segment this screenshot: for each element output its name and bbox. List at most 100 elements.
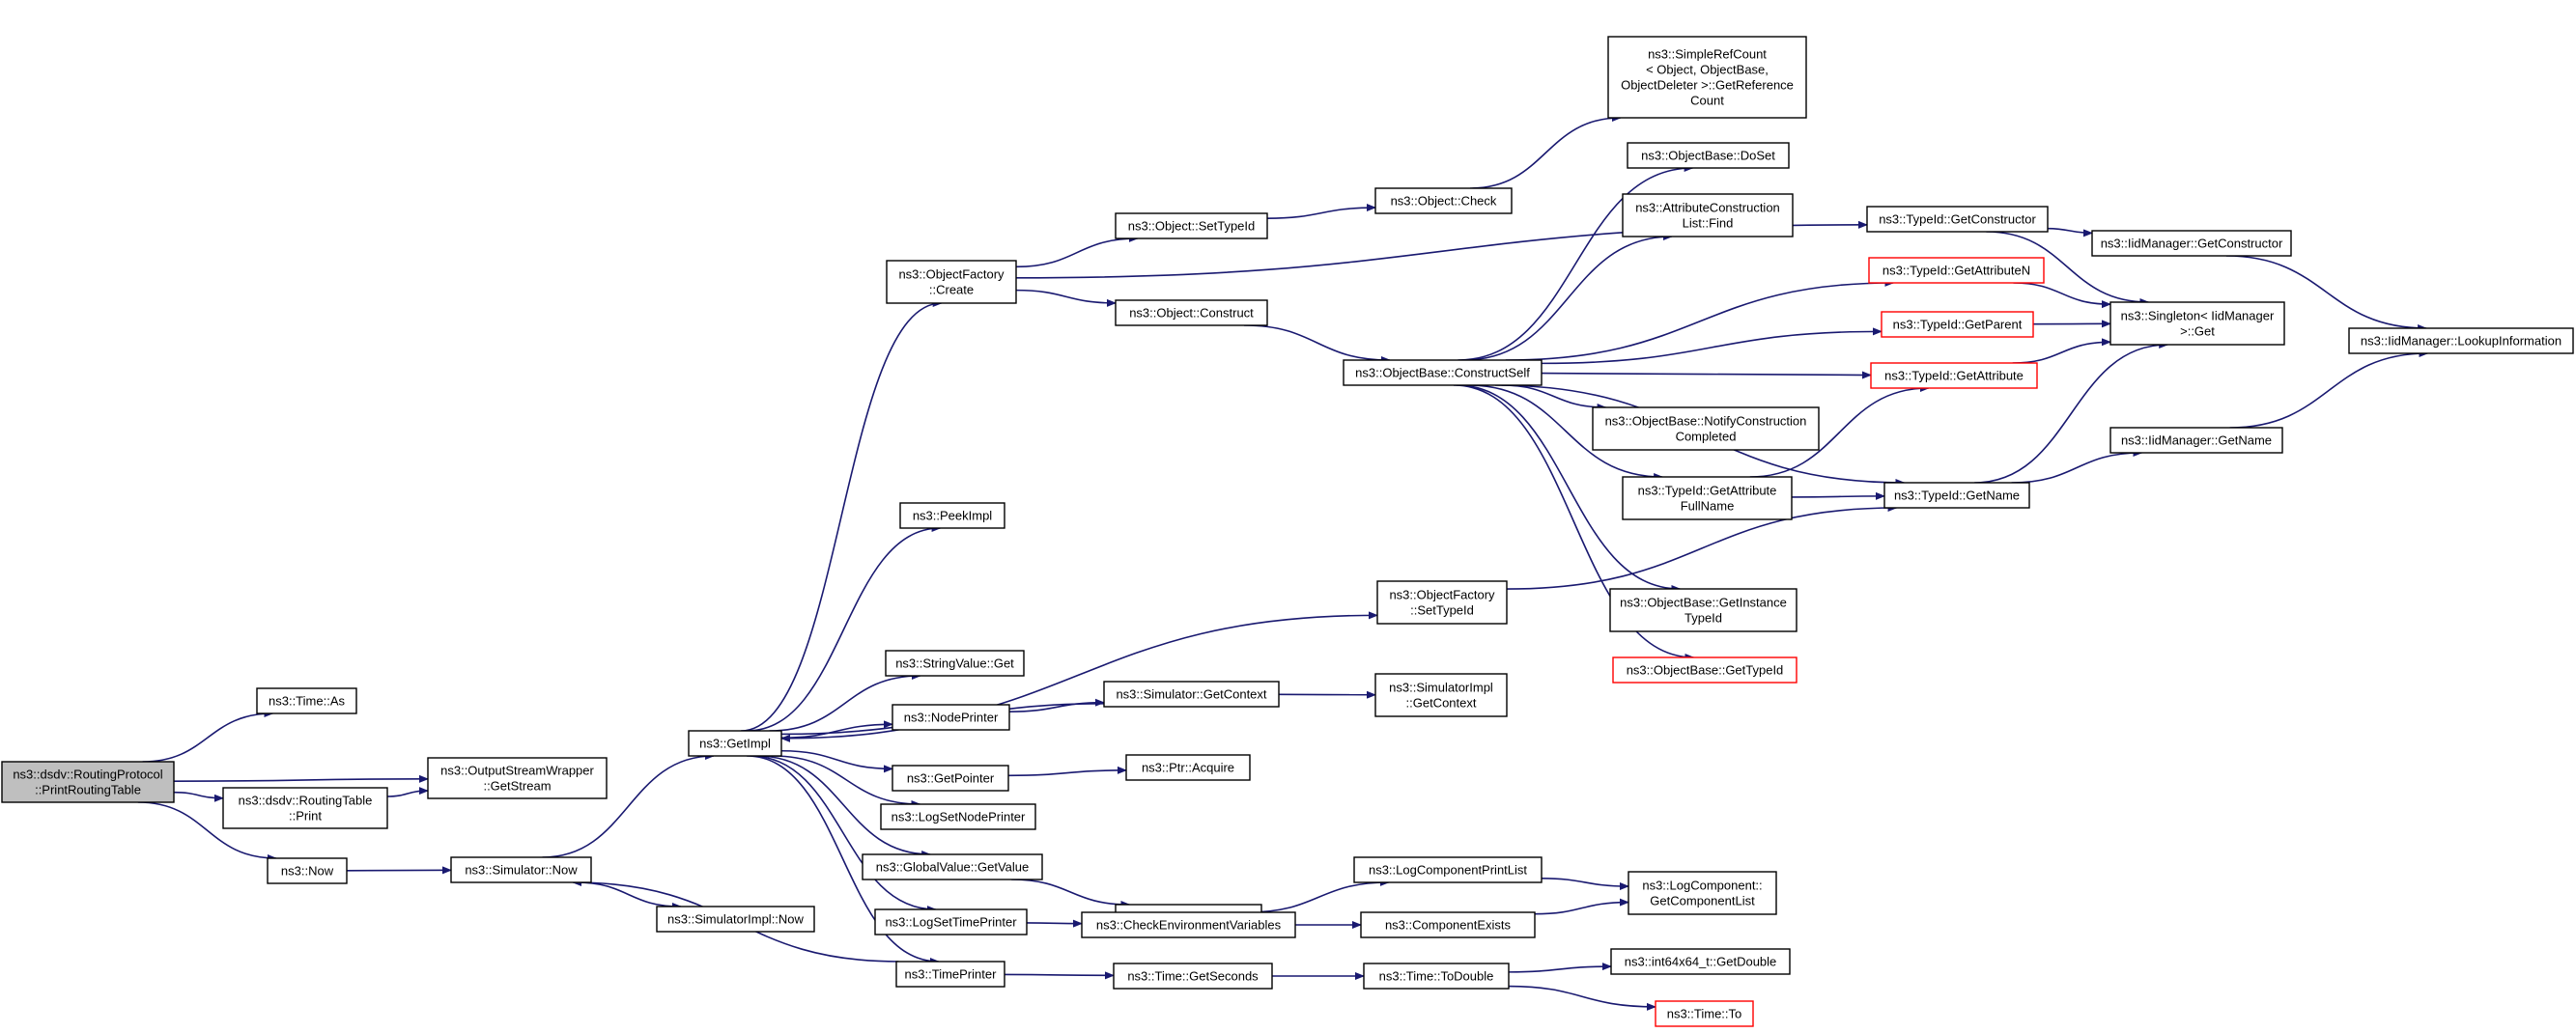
- node-box[interactable]: [2348, 327, 2574, 354]
- node-box[interactable]: [1883, 482, 2030, 509]
- node-box[interactable]: [1609, 588, 1798, 632]
- node-getimpl[interactable]: ns3::GetImpl: [688, 730, 782, 757]
- node-simplerefcount[interactable]: ns3::SimpleRefCount< Object, ObjectBase,…: [1607, 36, 1807, 119]
- node-box[interactable]: [2109, 301, 2285, 346]
- node-box[interactable]: [892, 704, 1010, 731]
- node-time_todouble[interactable]: ns3::Time::ToDouble: [1363, 963, 1510, 990]
- node-logcomp_printlist[interactable]: ns3::LogComponentPrintList: [1353, 856, 1543, 883]
- node-typeid_getparent[interactable]: ns3::TypeId::GetParent: [1881, 311, 2034, 338]
- node-box[interactable]: [886, 260, 1017, 304]
- node-objfactory_create[interactable]: ns3::ObjectFactory::Create: [886, 260, 1017, 304]
- node-logcomp_getlist[interactable]: ns3::LogComponent::GetComponentList: [1628, 871, 1777, 915]
- node-objbase_doset[interactable]: ns3::ObjectBase::DoSet: [1627, 142, 1790, 169]
- edge-typeid_getconstructor-to-singleton_get: [1986, 231, 2150, 306]
- node-box[interactable]: [1655, 1000, 1754, 1027]
- node-stringvalue_get[interactable]: ns3::StringValue::Get: [885, 650, 1025, 677]
- node-box[interactable]: [1612, 656, 1798, 684]
- node-box[interactable]: [1125, 754, 1251, 781]
- node-box[interactable]: [1622, 476, 1793, 520]
- node-box[interactable]: [1627, 142, 1790, 169]
- node-box[interactable]: [1866, 206, 2049, 233]
- node-label: ns3::Time::To: [1667, 1007, 1742, 1021]
- node-typeid_getattribute[interactable]: ns3::TypeId::GetAttribute: [1870, 362, 2038, 389]
- node-box[interactable]: [222, 787, 388, 829]
- node-oswrapper[interactable]: ns3::OutputStreamWrapper::GetStream: [427, 757, 608, 799]
- node-box[interactable]: [688, 730, 782, 757]
- node-sim_now[interactable]: ns3::Simulator::Now: [450, 856, 592, 883]
- node-obj_settypeid[interactable]: ns3::Object::SetTypeId: [1115, 212, 1268, 239]
- node-box[interactable]: [1115, 212, 1268, 239]
- node-time_getseconds[interactable]: ns3::Time::GetSeconds: [1113, 963, 1273, 990]
- node-ptr_acquire[interactable]: ns3::Ptr::Acquire: [1125, 754, 1251, 781]
- node-objfactory_settypeid[interactable]: ns3::ObjectFactory::SetTypeId: [1376, 580, 1508, 625]
- node-box[interactable]: [1081, 911, 1296, 938]
- node-box[interactable]: [885, 650, 1025, 677]
- node-logsettimeprinter[interactable]: ns3::LogSetTimePrinter: [874, 908, 1028, 935]
- node-box[interactable]: [892, 765, 1009, 792]
- node-nodeprinter[interactable]: ns3::NodePrinter: [892, 704, 1010, 731]
- node-typeid_getname[interactable]: ns3::TypeId::GetName: [1883, 482, 2030, 509]
- node-box[interactable]: [656, 906, 815, 933]
- node-box[interactable]: [256, 687, 357, 714]
- node-root[interactable]: ns3::dsdv::RoutingProtocol::PrintRouting…: [1, 761, 175, 803]
- node-obj_check[interactable]: ns3::Object::Check: [1374, 187, 1513, 214]
- node-box[interactable]: [1881, 311, 2034, 338]
- node-box[interactable]: [1115, 299, 1268, 326]
- node-box[interactable]: [1374, 673, 1508, 717]
- node-checkenv[interactable]: ns3::CheckEnvironmentVariables: [1081, 911, 1296, 938]
- node-objbase_notify[interactable]: ns3::ObjectBase::NotifyConstructionCompl…: [1592, 406, 1820, 451]
- node-box[interactable]: [1353, 856, 1543, 883]
- node-componentexists[interactable]: ns3::ComponentExists: [1360, 911, 1536, 938]
- node-now[interactable]: ns3::Now: [267, 857, 348, 884]
- node-obj_construct[interactable]: ns3::Object::Construct: [1115, 299, 1268, 326]
- node-box[interactable]: [450, 856, 592, 883]
- node-box[interactable]: [2091, 230, 2292, 257]
- node-box[interactable]: [1343, 359, 1543, 386]
- node-box[interactable]: [1374, 187, 1513, 214]
- node-iidmgr_getconstructor[interactable]: ns3::IidManager::GetConstructor: [2091, 230, 2292, 257]
- node-typeid_getconstructor[interactable]: ns3::TypeId::GetConstructor: [1866, 206, 2049, 233]
- node-simimpl_now[interactable]: ns3::SimulatorImpl::Now: [656, 906, 815, 933]
- node-box[interactable]: [1376, 580, 1508, 625]
- node-box[interactable]: [1360, 911, 1536, 938]
- node-objbase_constructself[interactable]: ns3::ObjectBase::ConstructSelf: [1343, 359, 1543, 386]
- node-box[interactable]: [267, 857, 348, 884]
- node-rt_print[interactable]: ns3::dsdv::RoutingTable::Print: [222, 787, 388, 829]
- node-iidmgr_lookup[interactable]: ns3::IidManager::LookupInformation: [2348, 327, 2574, 354]
- node-box[interactable]: [874, 908, 1028, 935]
- node-timeprinter[interactable]: ns3::TimePrinter: [895, 961, 1005, 988]
- node-box[interactable]: [1870, 362, 2038, 389]
- node-box[interactable]: [1103, 681, 1280, 708]
- node-box[interactable]: [1607, 36, 1807, 119]
- node-box[interactable]: [427, 757, 608, 799]
- node-box[interactable]: [1592, 406, 1820, 451]
- node-box[interactable]: [880, 803, 1036, 830]
- node-time_to[interactable]: ns3::Time::To: [1655, 1000, 1754, 1027]
- node-singleton_get[interactable]: ns3::Singleton< IidManager>::Get: [2109, 301, 2285, 346]
- node-int64_getdouble[interactable]: ns3::int64x64_t::GetDouble: [1610, 948, 1791, 975]
- node-globalvalue_getvalue[interactable]: ns3::GlobalValue::GetValue: [862, 853, 1043, 880]
- node-box[interactable]: [862, 853, 1043, 880]
- node-getpointer[interactable]: ns3::GetPointer: [892, 765, 1009, 792]
- node-peekimpl[interactable]: ns3::PeekImpl: [899, 502, 1005, 529]
- node-box[interactable]: [1628, 871, 1777, 915]
- node-box[interactable]: [1622, 193, 1794, 237]
- node-logsetnodeprinter[interactable]: ns3::LogSetNodePrinter: [880, 803, 1036, 830]
- node-typeid_getattributen[interactable]: ns3::TypeId::GetAttributeN: [1868, 257, 2045, 284]
- node-simimpl_getcontext[interactable]: ns3::SimulatorImpl::GetContext: [1374, 673, 1508, 717]
- node-box[interactable]: [1868, 257, 2045, 284]
- node-objbase_gettypeid[interactable]: ns3::ObjectBase::GetTypeId: [1612, 656, 1798, 684]
- node-box[interactable]: [1113, 963, 1273, 990]
- node-box[interactable]: [1, 761, 175, 803]
- node-box[interactable]: [895, 961, 1005, 988]
- node-time_as[interactable]: ns3::Time::As: [256, 687, 357, 714]
- node-sim_getcontext[interactable]: ns3::Simulator::GetContext: [1103, 681, 1280, 708]
- node-box[interactable]: [899, 502, 1005, 529]
- node-box[interactable]: [1610, 948, 1791, 975]
- node-iidmgr_getname[interactable]: ns3::IidManager::GetName: [2109, 427, 2283, 454]
- node-box[interactable]: [2109, 427, 2283, 454]
- node-box[interactable]: [1363, 963, 1510, 990]
